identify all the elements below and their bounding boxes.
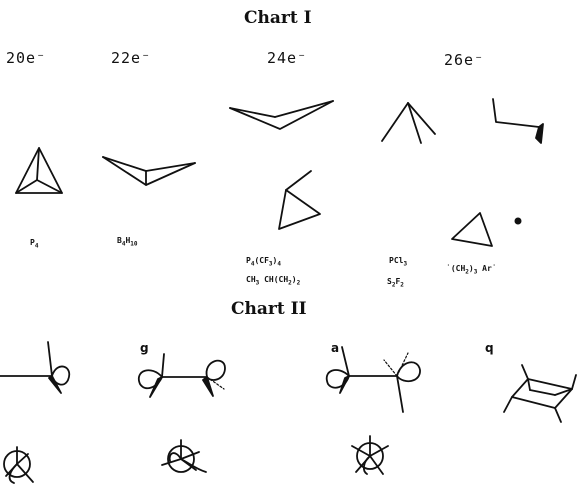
electron-count-20: 20e⁻ <box>6 49 47 67</box>
conformer-g-newman <box>161 439 207 473</box>
substituted-triangle-structure <box>278 170 321 230</box>
label-trimethylene-radical: ˙(CH2)3 Ar˙ <box>446 264 497 276</box>
radical-triangle-structure <box>451 212 522 247</box>
conformer-g-sawhorse <box>137 353 226 398</box>
label-methylcyclopropane: CH3 CH(CH2)2 <box>246 275 301 287</box>
conformer-1-newman <box>3 446 34 484</box>
open-butterfly-structure <box>229 100 334 130</box>
zigzag-wedge-structure <box>492 98 544 144</box>
chart-2-title: Chart II <box>231 299 307 319</box>
label-p4cf3-4: P4(CF3)4 <box>246 256 281 268</box>
tetrahedron-structure <box>15 147 63 194</box>
label-b4h10: B4H10 <box>117 236 138 248</box>
conformer-label-q: q <box>485 341 494 355</box>
butterfly-structure <box>102 156 196 186</box>
label-p4: P4 <box>30 238 39 250</box>
conformer-label-g: g <box>140 341 149 355</box>
chart-1-title: Chart I <box>244 8 312 28</box>
conformer-a-newman <box>351 435 389 475</box>
label-s2f2: S2F2 <box>387 277 404 289</box>
electron-count-22: 22e⁻ <box>111 49 152 67</box>
electron-count-26: 26e⁻ <box>444 51 485 69</box>
pyramid-structure <box>381 102 436 144</box>
label-pcl3: PCl3 <box>389 256 408 268</box>
electron-count-24: 24e⁻ <box>267 49 308 67</box>
conformer-label-a: a <box>331 341 340 355</box>
conformer-a-sawhorse <box>325 346 421 413</box>
conformer-q-structure <box>503 364 577 423</box>
conformer-1-sawhorse <box>0 341 71 394</box>
